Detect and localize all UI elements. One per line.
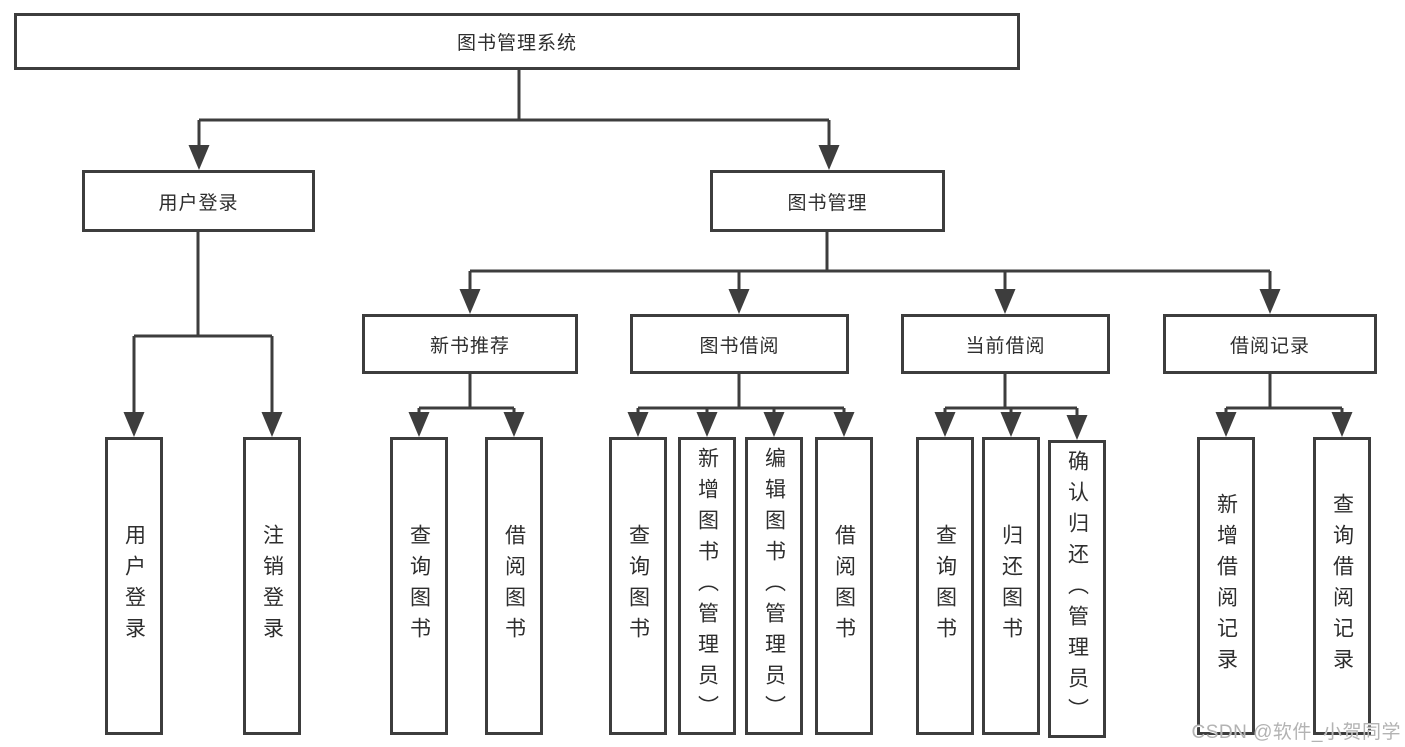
arrowhead [408,412,430,437]
arrowhead [833,412,855,437]
leaf-borrow-add-books-admin: 新增图书（管理员） [678,437,736,735]
leaf-current-return-books-label: 归还图书 [999,524,1023,648]
edge-borrow-to-leaves [627,374,855,437]
node-book-borrow-label: 图书借阅 [699,335,780,357]
node-user-login-label: 用户登录 [158,192,239,214]
leaf-logout-label: 注销登录 [260,524,284,648]
node-book-management: 图书管理 [710,170,945,232]
arrowhead [1259,289,1281,314]
node-book-management-label: 图书管理 [787,192,868,214]
arrowhead [1215,412,1237,437]
leaf-recommend-borrow-books-label: 借阅图书 [502,524,526,648]
arrowhead [1331,412,1353,437]
arrowhead [503,412,525,437]
leaf-current-query-books-label: 查询图书 [933,524,957,648]
arrowhead [627,412,649,437]
arrowhead [188,145,210,170]
leaf-borrow-edit-books-admin: 编辑图书（管理员） [745,437,803,735]
leaf-borrow-edit-books-admin-label: 编辑图书（管理员） [762,446,786,726]
arrowhead [934,412,956,437]
node-borrow-record: 借阅记录 [1163,314,1377,374]
leaf-user-login: 用户登录 [105,437,163,735]
arrowhead [1066,415,1088,440]
edge-user-login-to-leaves [123,232,283,437]
arrowhead [994,289,1016,314]
leaf-recommend-borrow-books: 借阅图书 [485,437,543,735]
edge-book-mgmt-to-level3 [459,232,1281,314]
leaf-borrow-query-books: 查询图书 [609,437,667,735]
edge-current-to-leaves [934,374,1088,440]
leaf-record-add: 新增借阅记录 [1197,437,1255,735]
arrowhead [728,289,750,314]
edge-record-to-leaves [1215,374,1353,437]
edge-root-to-level2 [188,70,840,170]
leaf-current-return-books: 归还图书 [982,437,1040,735]
leaf-current-confirm-return-admin-label: 确认归还（管理员） [1065,449,1089,729]
leaf-recommend-query-books-label: 查询图书 [407,524,431,648]
node-new-book-recommend: 新书推荐 [362,314,578,374]
arrowhead [763,412,785,437]
arrowhead [1000,412,1022,437]
edge-new-rec-to-leaves [408,374,525,437]
leaf-user-login-label: 用户登录 [122,524,146,648]
node-book-borrow: 图书借阅 [630,314,849,374]
node-root-system: 图书管理系统 [14,13,1020,70]
node-user-login: 用户登录 [82,170,315,232]
leaf-record-query-label: 查询借阅记录 [1330,493,1354,679]
arrowhead [123,412,145,437]
leaf-borrow-borrow-books-label: 借阅图书 [832,524,856,648]
leaf-borrow-query-books-label: 查询图书 [626,524,650,648]
csdn-watermark: CSDN @软件_小贺同学 [1191,722,1401,743]
node-current-borrow-label: 当前借阅 [965,335,1046,357]
leaf-current-query-books: 查询图书 [916,437,974,735]
node-root-label: 图书管理系统 [456,33,577,54]
leaf-logout: 注销登录 [243,437,301,735]
arrowhead [459,289,481,314]
leaf-current-confirm-return-admin: 确认归还（管理员） [1048,440,1106,738]
node-borrow-record-label: 借阅记录 [1229,335,1310,357]
leaf-record-query: 查询借阅记录 [1313,437,1371,735]
arrowhead [696,412,718,437]
leaf-record-add-label: 新增借阅记录 [1214,493,1238,679]
arrowhead [818,145,840,170]
leaf-borrow-borrow-books: 借阅图书 [815,437,873,735]
node-current-borrow: 当前借阅 [901,314,1110,374]
node-new-book-recommend-label: 新书推荐 [429,335,510,357]
leaf-borrow-add-books-admin-label: 新增图书（管理员） [695,446,719,726]
arrowhead [261,412,283,437]
leaf-recommend-query-books: 查询图书 [390,437,448,735]
